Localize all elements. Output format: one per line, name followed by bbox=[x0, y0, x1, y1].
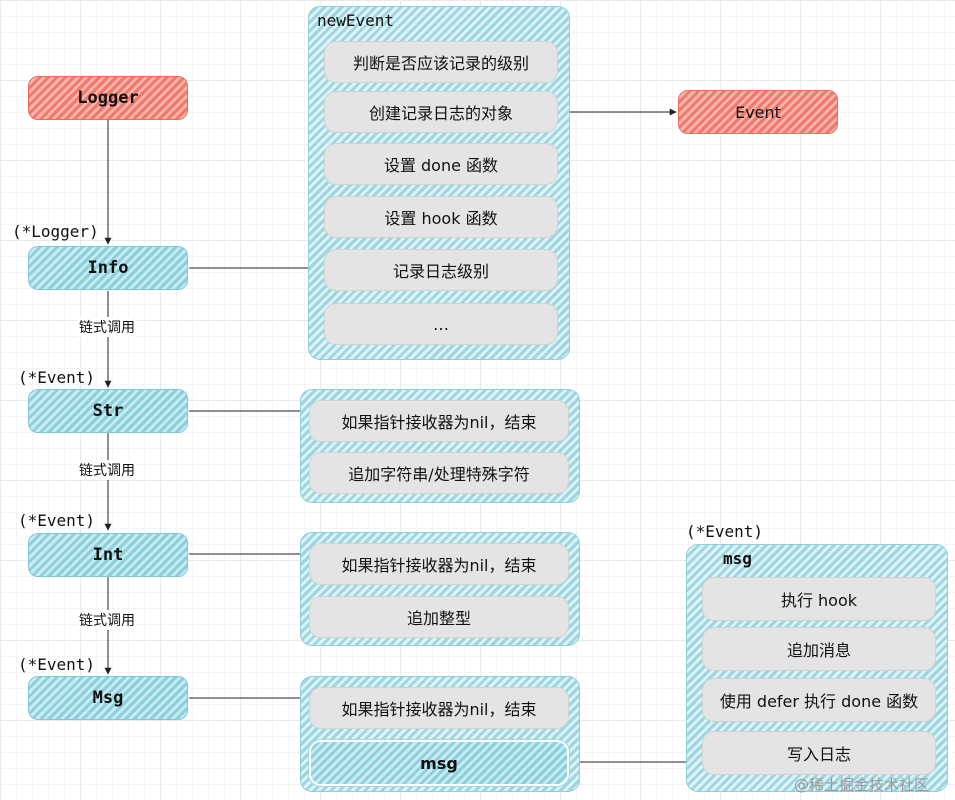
logger-receiver-label: (*Logger) bbox=[12, 222, 99, 241]
msg-node: Msg bbox=[28, 676, 188, 720]
int-node: Int bbox=[28, 533, 188, 577]
new-event-group: newEvent 判断是否应该记录的级别 创建记录日志的对象 设置 done 函… bbox=[308, 6, 570, 360]
msg-detail-item-append-message: 追加消息 bbox=[702, 627, 936, 671]
logger-node: Logger bbox=[28, 76, 188, 120]
msg-detail-item-defer-done: 使用 defer 执行 done 函数 bbox=[702, 678, 936, 722]
event-receiver-int-label: (*Event) bbox=[18, 511, 96, 530]
int-node-label: Int bbox=[92, 545, 124, 565]
event-node: Event bbox=[678, 90, 838, 134]
logger-node-label: Logger bbox=[77, 88, 139, 108]
int-item-append-int: 追加整型 bbox=[309, 596, 569, 638]
chain-call-label-2: 链式调用 bbox=[77, 460, 137, 480]
msg-detail-group: msg 执行 hook 追加消息 使用 defer 执行 done 函数 写入日… bbox=[686, 544, 948, 792]
event-node-label: Event bbox=[735, 102, 781, 122]
chain-call-label-3: 链式调用 bbox=[77, 610, 137, 630]
int-method-group: 如果指针接收器为nil，结束 追加整型 bbox=[300, 532, 580, 646]
int-item-nil-check: 如果指针接收器为nil，结束 bbox=[309, 543, 569, 585]
str-item-nil-check: 如果指针接收器为nil，结束 bbox=[309, 400, 569, 442]
msg-item-msg: msg bbox=[309, 740, 569, 786]
new-event-item-more: … bbox=[324, 303, 558, 345]
new-event-item-set-hook: 设置 hook 函数 bbox=[324, 196, 558, 238]
str-item-append-string: 追加字符串/处理特殊字符 bbox=[309, 452, 569, 494]
new-event-item-create-object: 创建记录日志的对象 bbox=[324, 91, 558, 133]
msg-detail-item-run-hook: 执行 hook bbox=[702, 577, 936, 621]
msg-item-nil-check: 如果指针接收器为nil，结束 bbox=[309, 687, 569, 729]
chain-call-label-1: 链式调用 bbox=[77, 317, 137, 337]
msg-node-label: Msg bbox=[92, 688, 124, 708]
new-event-item-record-level: 记录日志级别 bbox=[324, 249, 558, 291]
event-receiver-msg-group-label: (*Event) bbox=[686, 522, 764, 541]
str-node-label: Str bbox=[92, 401, 124, 421]
str-method-group: 如果指针接收器为nil，结束 追加字符串/处理特殊字符 bbox=[300, 389, 580, 503]
new-event-item-set-done: 设置 done 函数 bbox=[324, 143, 558, 185]
event-receiver-msg-label: (*Event) bbox=[18, 655, 96, 674]
msg-detail-group-title: msg bbox=[723, 549, 752, 568]
msg-detail-item-write-log: 写入日志 bbox=[702, 731, 936, 775]
msg-method-group: 如果指针接收器为nil，结束 msg bbox=[300, 676, 580, 792]
str-node: Str bbox=[28, 389, 188, 433]
event-receiver-str-label: (*Event) bbox=[18, 368, 96, 387]
new-event-group-title: newEvent bbox=[317, 11, 395, 30]
info-node-label: Info bbox=[87, 258, 129, 278]
new-event-item-check-level: 判断是否应该记录的级别 bbox=[324, 41, 558, 83]
watermark: @稀土掘金技术社区 bbox=[794, 776, 930, 794]
info-node: Info bbox=[28, 246, 188, 290]
